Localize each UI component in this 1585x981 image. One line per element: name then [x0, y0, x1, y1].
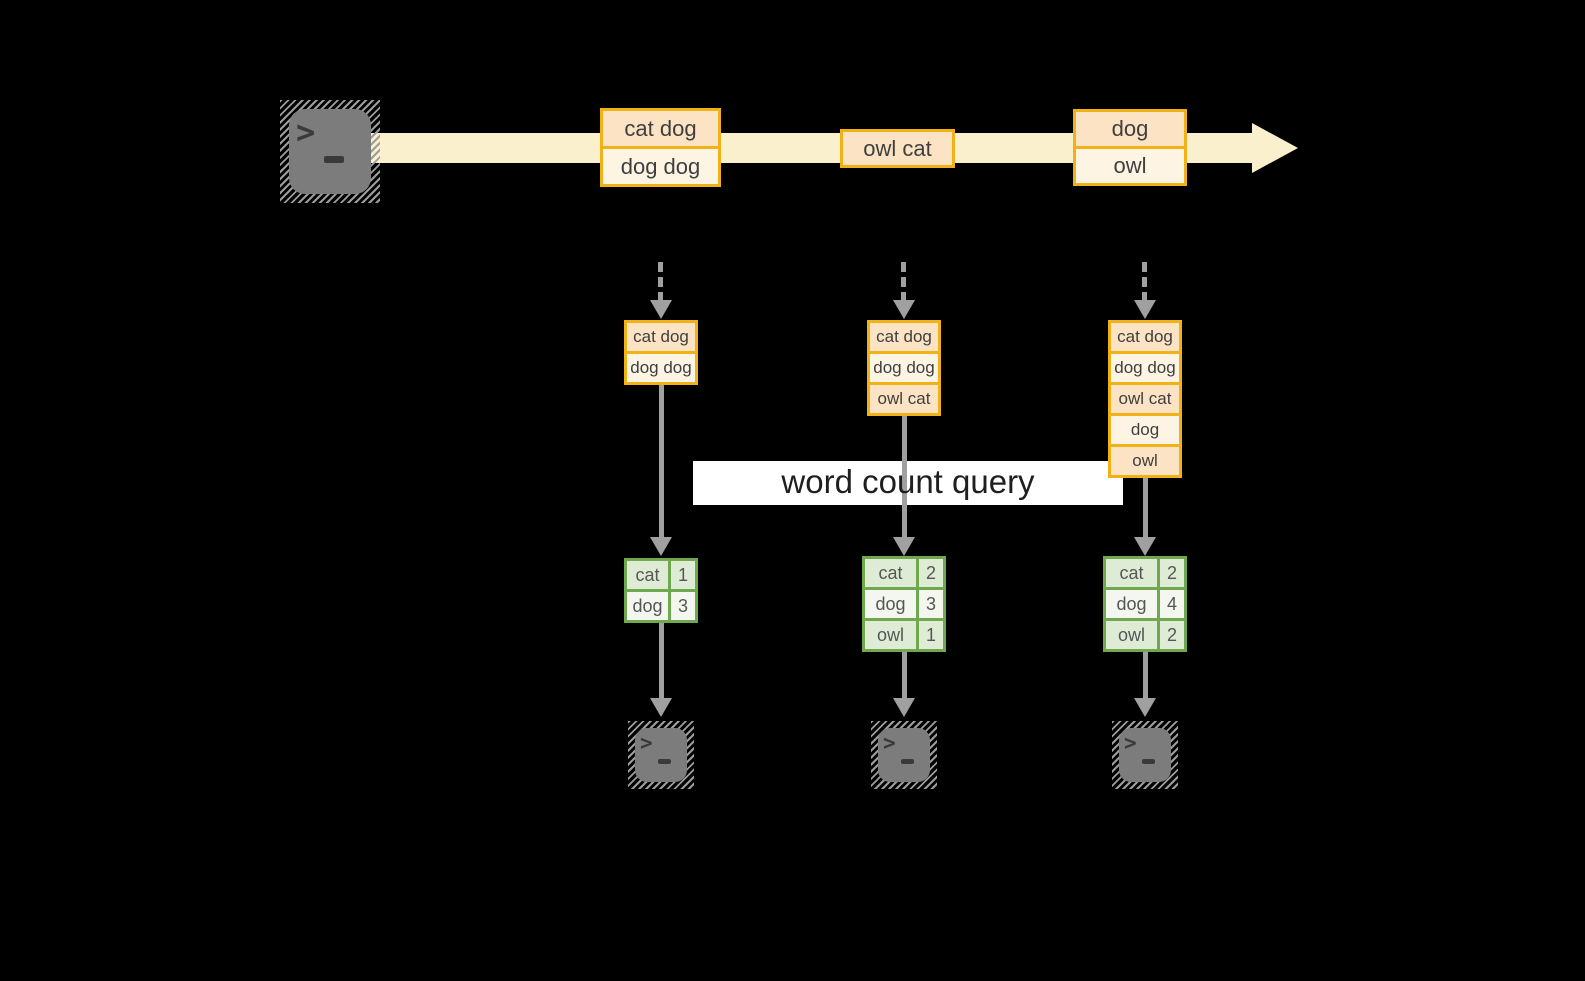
state-row: owl cat [870, 382, 938, 413]
count-cell: 1 [671, 561, 695, 589]
sink-terminal-icon: > [1112, 721, 1178, 789]
dashed-arrow-line [658, 262, 663, 302]
word-cell: dog [627, 592, 668, 620]
terminal-screen [289, 109, 371, 194]
dashed-arrow-head-icon [650, 300, 672, 319]
word-cell: owl [1106, 621, 1157, 649]
dashed-arrow-head-icon [893, 300, 915, 319]
state-row: cat dog [627, 323, 695, 351]
event-label: cat dog [603, 111, 718, 146]
query-label: word count query [781, 463, 1035, 500]
count-cell: 2 [1160, 559, 1184, 587]
event-label: owl cat [843, 132, 952, 165]
word-cell: owl [865, 621, 916, 649]
word-count-table-1: cat 1 dog 3 [624, 558, 698, 623]
output-arrow-head-icon [650, 698, 672, 717]
state-box-3: cat dog dog dog owl cat dog owl [1108, 320, 1182, 478]
output-arrow-line [659, 623, 664, 698]
word-cell: dog [1106, 590, 1157, 618]
stream-event-box-3: dog owl [1073, 109, 1187, 186]
flow-arrow-line [659, 385, 664, 537]
word-cell: cat [627, 561, 668, 589]
query-band [693, 461, 1123, 505]
dashed-arrow-line [901, 262, 906, 302]
output-arrow-head-icon [1134, 698, 1156, 717]
dashed-arrow-line [1142, 262, 1147, 302]
terminal-screen [878, 728, 930, 782]
stream-event-box-2: owl cat [840, 129, 955, 168]
state-row: dog [1111, 413, 1179, 444]
terminal-cursor-icon [901, 759, 914, 764]
state-box-2: cat dog dog dog owl cat [867, 320, 941, 416]
terminal-cursor-icon [658, 759, 671, 764]
count-cell: 3 [919, 590, 943, 618]
count-cell: 4 [1160, 590, 1184, 618]
count-cell: 1 [919, 621, 943, 649]
terminal-prompt-icon: > [640, 731, 653, 755]
word-cell: dog [865, 590, 916, 618]
state-row: dog dog [627, 351, 695, 382]
terminal-prompt-icon: > [883, 731, 896, 755]
output-arrow-line [902, 652, 907, 698]
terminal-prompt-icon: > [1124, 731, 1137, 755]
word-cell: cat [1106, 559, 1157, 587]
word-count-table-3: cat 2 dog 4 owl 2 [1103, 556, 1187, 652]
terminal-screen [635, 728, 687, 782]
count-cell: 2 [1160, 621, 1184, 649]
stream-arrow-head-icon [1252, 123, 1298, 173]
sink-terminal-icon: > [628, 721, 694, 789]
state-row: cat dog [870, 323, 938, 351]
word-count-table-2: cat 2 dog 3 owl 1 [862, 556, 946, 652]
flow-arrow-line [1143, 478, 1148, 537]
dashed-arrow-head-icon [1134, 300, 1156, 319]
output-arrow-line [1143, 652, 1148, 698]
flow-arrow-head-icon [650, 537, 672, 556]
terminal-screen [1119, 728, 1171, 782]
event-label: dog [1076, 112, 1184, 146]
state-row: owl [1111, 444, 1179, 475]
terminal-cursor-icon [324, 156, 344, 163]
state-row: dog dog [1111, 351, 1179, 382]
flow-arrow-head-icon [1134, 537, 1156, 556]
word-cell: cat [865, 559, 916, 587]
output-arrow-head-icon [893, 698, 915, 717]
count-cell: 3 [671, 592, 695, 620]
state-box-1: cat dog dog dog [624, 320, 698, 385]
event-label: dog dog [603, 146, 718, 184]
terminal-prompt-icon: > [296, 113, 316, 151]
flow-arrow-line [902, 416, 907, 537]
terminal-cursor-icon [1142, 759, 1155, 764]
state-row: dog dog [870, 351, 938, 382]
state-row: owl cat [1111, 382, 1179, 413]
source-terminal-icon: > [280, 100, 380, 203]
sink-terminal-icon: > [871, 721, 937, 789]
stream-event-box-1: cat dog dog dog [600, 108, 721, 187]
flow-arrow-head-icon [893, 537, 915, 556]
count-cell: 2 [919, 559, 943, 587]
state-row: cat dog [1111, 323, 1179, 351]
event-label: owl [1076, 146, 1184, 183]
